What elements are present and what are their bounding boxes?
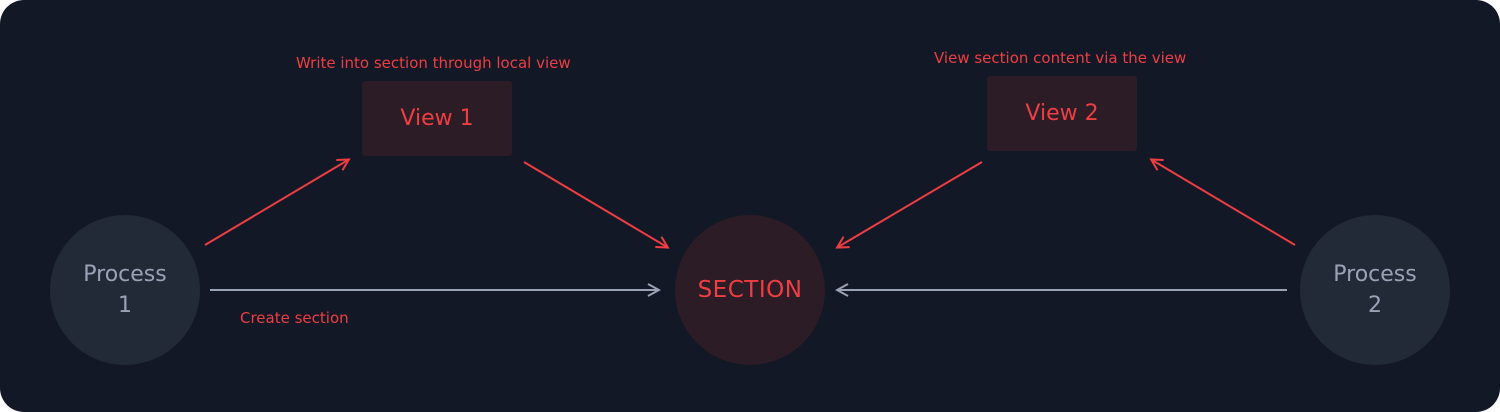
process-1-number: 1 bbox=[118, 293, 132, 318]
write-through-view-label: Write into section through local view bbox=[296, 54, 571, 72]
view-2-node: View 2 bbox=[987, 76, 1137, 151]
arrow-process2-to-view2 bbox=[1152, 160, 1296, 246]
arrow-view2-to-section bbox=[838, 161, 983, 247]
section-label: SECTION bbox=[697, 277, 803, 303]
arrow-view1-to-section bbox=[523, 161, 667, 247]
view-1-node: View 1 bbox=[362, 81, 512, 156]
section-node: SECTION bbox=[675, 215, 825, 365]
process-2-label: Process bbox=[1333, 262, 1417, 287]
view-section-content-label: View section content via the view bbox=[934, 49, 1187, 67]
process-2-node: Process 2 bbox=[1300, 215, 1450, 365]
create-section-label: Create section bbox=[240, 309, 349, 327]
view-2-label: View 2 bbox=[1025, 101, 1099, 126]
arrow-process1-to-view1 bbox=[204, 160, 348, 246]
process-1-label: Process bbox=[83, 262, 167, 287]
process-1-node: Process 1 bbox=[50, 215, 200, 365]
view-1-label: View 1 bbox=[400, 106, 474, 131]
process-2-number: 2 bbox=[1368, 293, 1382, 318]
